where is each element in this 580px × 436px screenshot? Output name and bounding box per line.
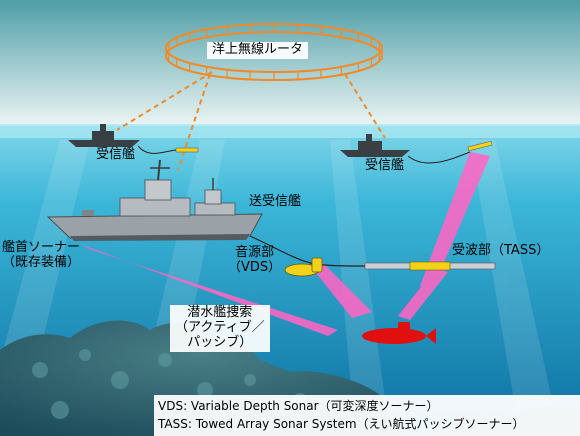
receiver-ship-left xyxy=(68,124,140,147)
tow-line-left xyxy=(137,145,179,154)
sub-search-label-line1: 潜水艦捜索 xyxy=(187,305,253,320)
transceiver-ship xyxy=(46,159,263,241)
bow-sonar-label-line1: 艦首ソーナー xyxy=(2,240,81,255)
receiver-ship-right-label: 受信艦 xyxy=(365,158,405,173)
sub-search-label-line3: パッシブ） xyxy=(187,334,253,350)
submarine xyxy=(362,322,436,344)
bow-sonar-label-line2: （既存装備） xyxy=(2,254,81,270)
beam-vds xyxy=(312,262,372,318)
footnote-tass: TASS: Towed Array Sonar System（えい航式パッシブソ… xyxy=(158,417,525,431)
router-label: 洋上無線ルータ xyxy=(207,42,309,59)
link-left-ship xyxy=(116,71,213,131)
sky-background xyxy=(0,0,580,128)
source-label-line1: 音源部 xyxy=(235,245,275,260)
link-right-ship xyxy=(344,73,386,139)
source-label-line2: （VDS） xyxy=(228,259,282,275)
tass-array xyxy=(364,261,496,271)
router-ring xyxy=(165,23,383,81)
bow-sonar-label: 艦首ソーナー （既存装備） xyxy=(2,240,81,271)
towed-array-right xyxy=(467,140,493,152)
beam-tass-lower xyxy=(398,268,448,320)
receiver-ship-left-label: 受信艦 xyxy=(96,147,136,162)
receiver-ship-right xyxy=(340,134,410,157)
sonar-beams xyxy=(80,152,490,336)
receiver-array-label: 受波部（TASS） xyxy=(452,243,550,258)
sub-search-label: 潜水艦捜索 （アクティブ／ パッシブ） xyxy=(170,305,270,352)
sea-surface-band xyxy=(0,124,580,138)
footnote-vds: VDS: Variable Depth Sonar（可変深度ソーナー） xyxy=(158,399,439,413)
tow-line-right xyxy=(407,151,471,164)
link-main-ship xyxy=(177,73,211,171)
beam-tass-right xyxy=(420,152,490,290)
towed-array-left xyxy=(175,147,199,153)
source-label: 音源部 （VDS） xyxy=(228,245,282,276)
vds-source xyxy=(284,257,323,277)
transceiver-ship-label: 送受信艦 xyxy=(249,194,302,209)
comm-links xyxy=(116,71,386,171)
beam-bow-sonar xyxy=(80,244,338,336)
acronym-footnote: VDS: Variable Depth Sonar（可変深度ソーナー） TASS… xyxy=(154,395,580,436)
sub-search-label-line2: （アクティブ／ xyxy=(175,319,265,335)
